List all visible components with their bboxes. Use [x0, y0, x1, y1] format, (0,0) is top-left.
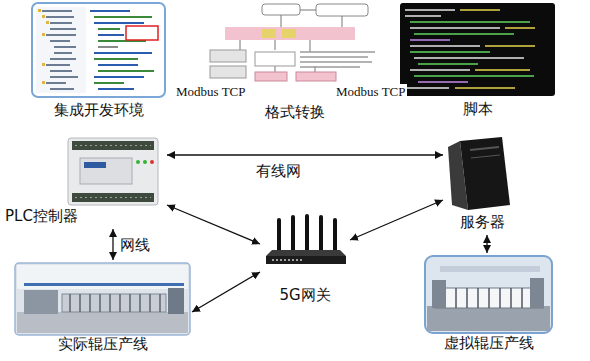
protocol-label: Modbus TCP — [174, 84, 247, 99]
node-label: 5G网关 — [279, 286, 330, 304]
rollers — [445, 288, 533, 308]
ceiling — [17, 265, 188, 289]
floor — [427, 306, 550, 331]
link-label: 有线网 — [253, 162, 304, 180]
antenna — [291, 215, 295, 252]
device-node: 集成开发环境 — [30, 2, 167, 121]
status-led — [143, 160, 147, 164]
node-label: 格式转换 — [265, 103, 325, 121]
flow-box — [255, 72, 287, 81]
node-label: 服务器 — [460, 213, 505, 231]
server-front — [460, 137, 510, 210]
device-node: 实际辊压产线 — [15, 262, 190, 355]
flowchart-picture — [210, 4, 375, 81]
code-lines — [410, 22, 534, 76]
virtual-line-render — [425, 256, 552, 333]
node-label: 脚本 — [463, 100, 493, 118]
flow-box — [210, 50, 246, 62]
plc-picture — [68, 138, 158, 205]
machine — [168, 288, 184, 314]
link-arrow — [486, 235, 487, 253]
flow-box — [262, 4, 300, 15]
code-lines — [455, 10, 535, 88]
flow-box — [210, 66, 246, 78]
node-label: 实际辊压产线 — [58, 335, 148, 353]
device-node: 脚本 — [400, 2, 555, 120]
device-node: 虚拟辊压产线 — [425, 255, 553, 354]
flow-box — [282, 29, 296, 38]
terminal-screws — [75, 146, 151, 198]
gateway-ports — [272, 259, 302, 261]
actual-line-photo — [15, 263, 190, 335]
folder-icons — [38, 9, 49, 84]
render-frame — [425, 256, 552, 333]
rollers — [70, 294, 160, 312]
node-label: PLC控制器 — [5, 207, 78, 225]
code-lines — [98, 46, 118, 48]
link-arrow — [167, 205, 260, 244]
link-arrow — [167, 154, 443, 155]
flow-box — [296, 72, 336, 81]
code-lines — [90, 11, 152, 89]
antenna — [277, 218, 281, 252]
device-node: PLC控制器 — [5, 135, 165, 227]
flow-box — [316, 4, 368, 16]
cabinet — [432, 280, 446, 308]
antenna — [305, 214, 309, 252]
code-lines — [410, 40, 468, 82]
ide-screenshot — [32, 3, 165, 97]
server-slot — [471, 155, 500, 158]
protocol-label: Modbus TCP — [334, 84, 407, 99]
gateway-picture — [266, 214, 346, 264]
device-node: 5G网关 — [262, 212, 348, 306]
machine — [24, 290, 58, 314]
antenna — [319, 215, 323, 252]
machine — [435, 288, 543, 308]
floor — [17, 312, 188, 333]
wall-stripe — [440, 266, 540, 272]
screenshot-frame — [32, 3, 165, 97]
server-picture — [448, 137, 510, 210]
link-arrow — [192, 272, 260, 312]
link-label: 网线 — [117, 236, 153, 254]
device-node: 服务器 — [445, 135, 520, 233]
script-screenshot — [400, 3, 555, 96]
node-label: 集成开发环境 — [54, 101, 144, 119]
front-panel — [80, 158, 132, 184]
link-arrow — [350, 200, 443, 240]
tree-panel — [36, 7, 86, 93]
flow-box — [262, 29, 276, 38]
antenna — [333, 218, 337, 252]
code-lines — [94, 17, 154, 83]
device-node: 格式转换 — [205, 2, 385, 123]
highlight-box — [126, 26, 158, 40]
flow-box — [255, 52, 295, 66]
cabinet — [530, 278, 544, 308]
node-label: 虚拟辊压产线 — [444, 334, 534, 352]
terminal-frame — [400, 3, 555, 96]
status-led — [136, 160, 140, 164]
server-slot — [470, 147, 499, 150]
status-led — [150, 160, 154, 164]
machine — [62, 294, 166, 312]
photo-frame — [15, 263, 190, 335]
plc-body — [68, 138, 158, 205]
blue-rail — [24, 283, 184, 286]
gateway-top — [266, 250, 346, 256]
brand-strip — [84, 162, 106, 168]
gateway-front — [266, 256, 346, 264]
link-arrow — [112, 229, 113, 260]
pink-band — [225, 27, 355, 40]
text-bars — [300, 52, 375, 67]
